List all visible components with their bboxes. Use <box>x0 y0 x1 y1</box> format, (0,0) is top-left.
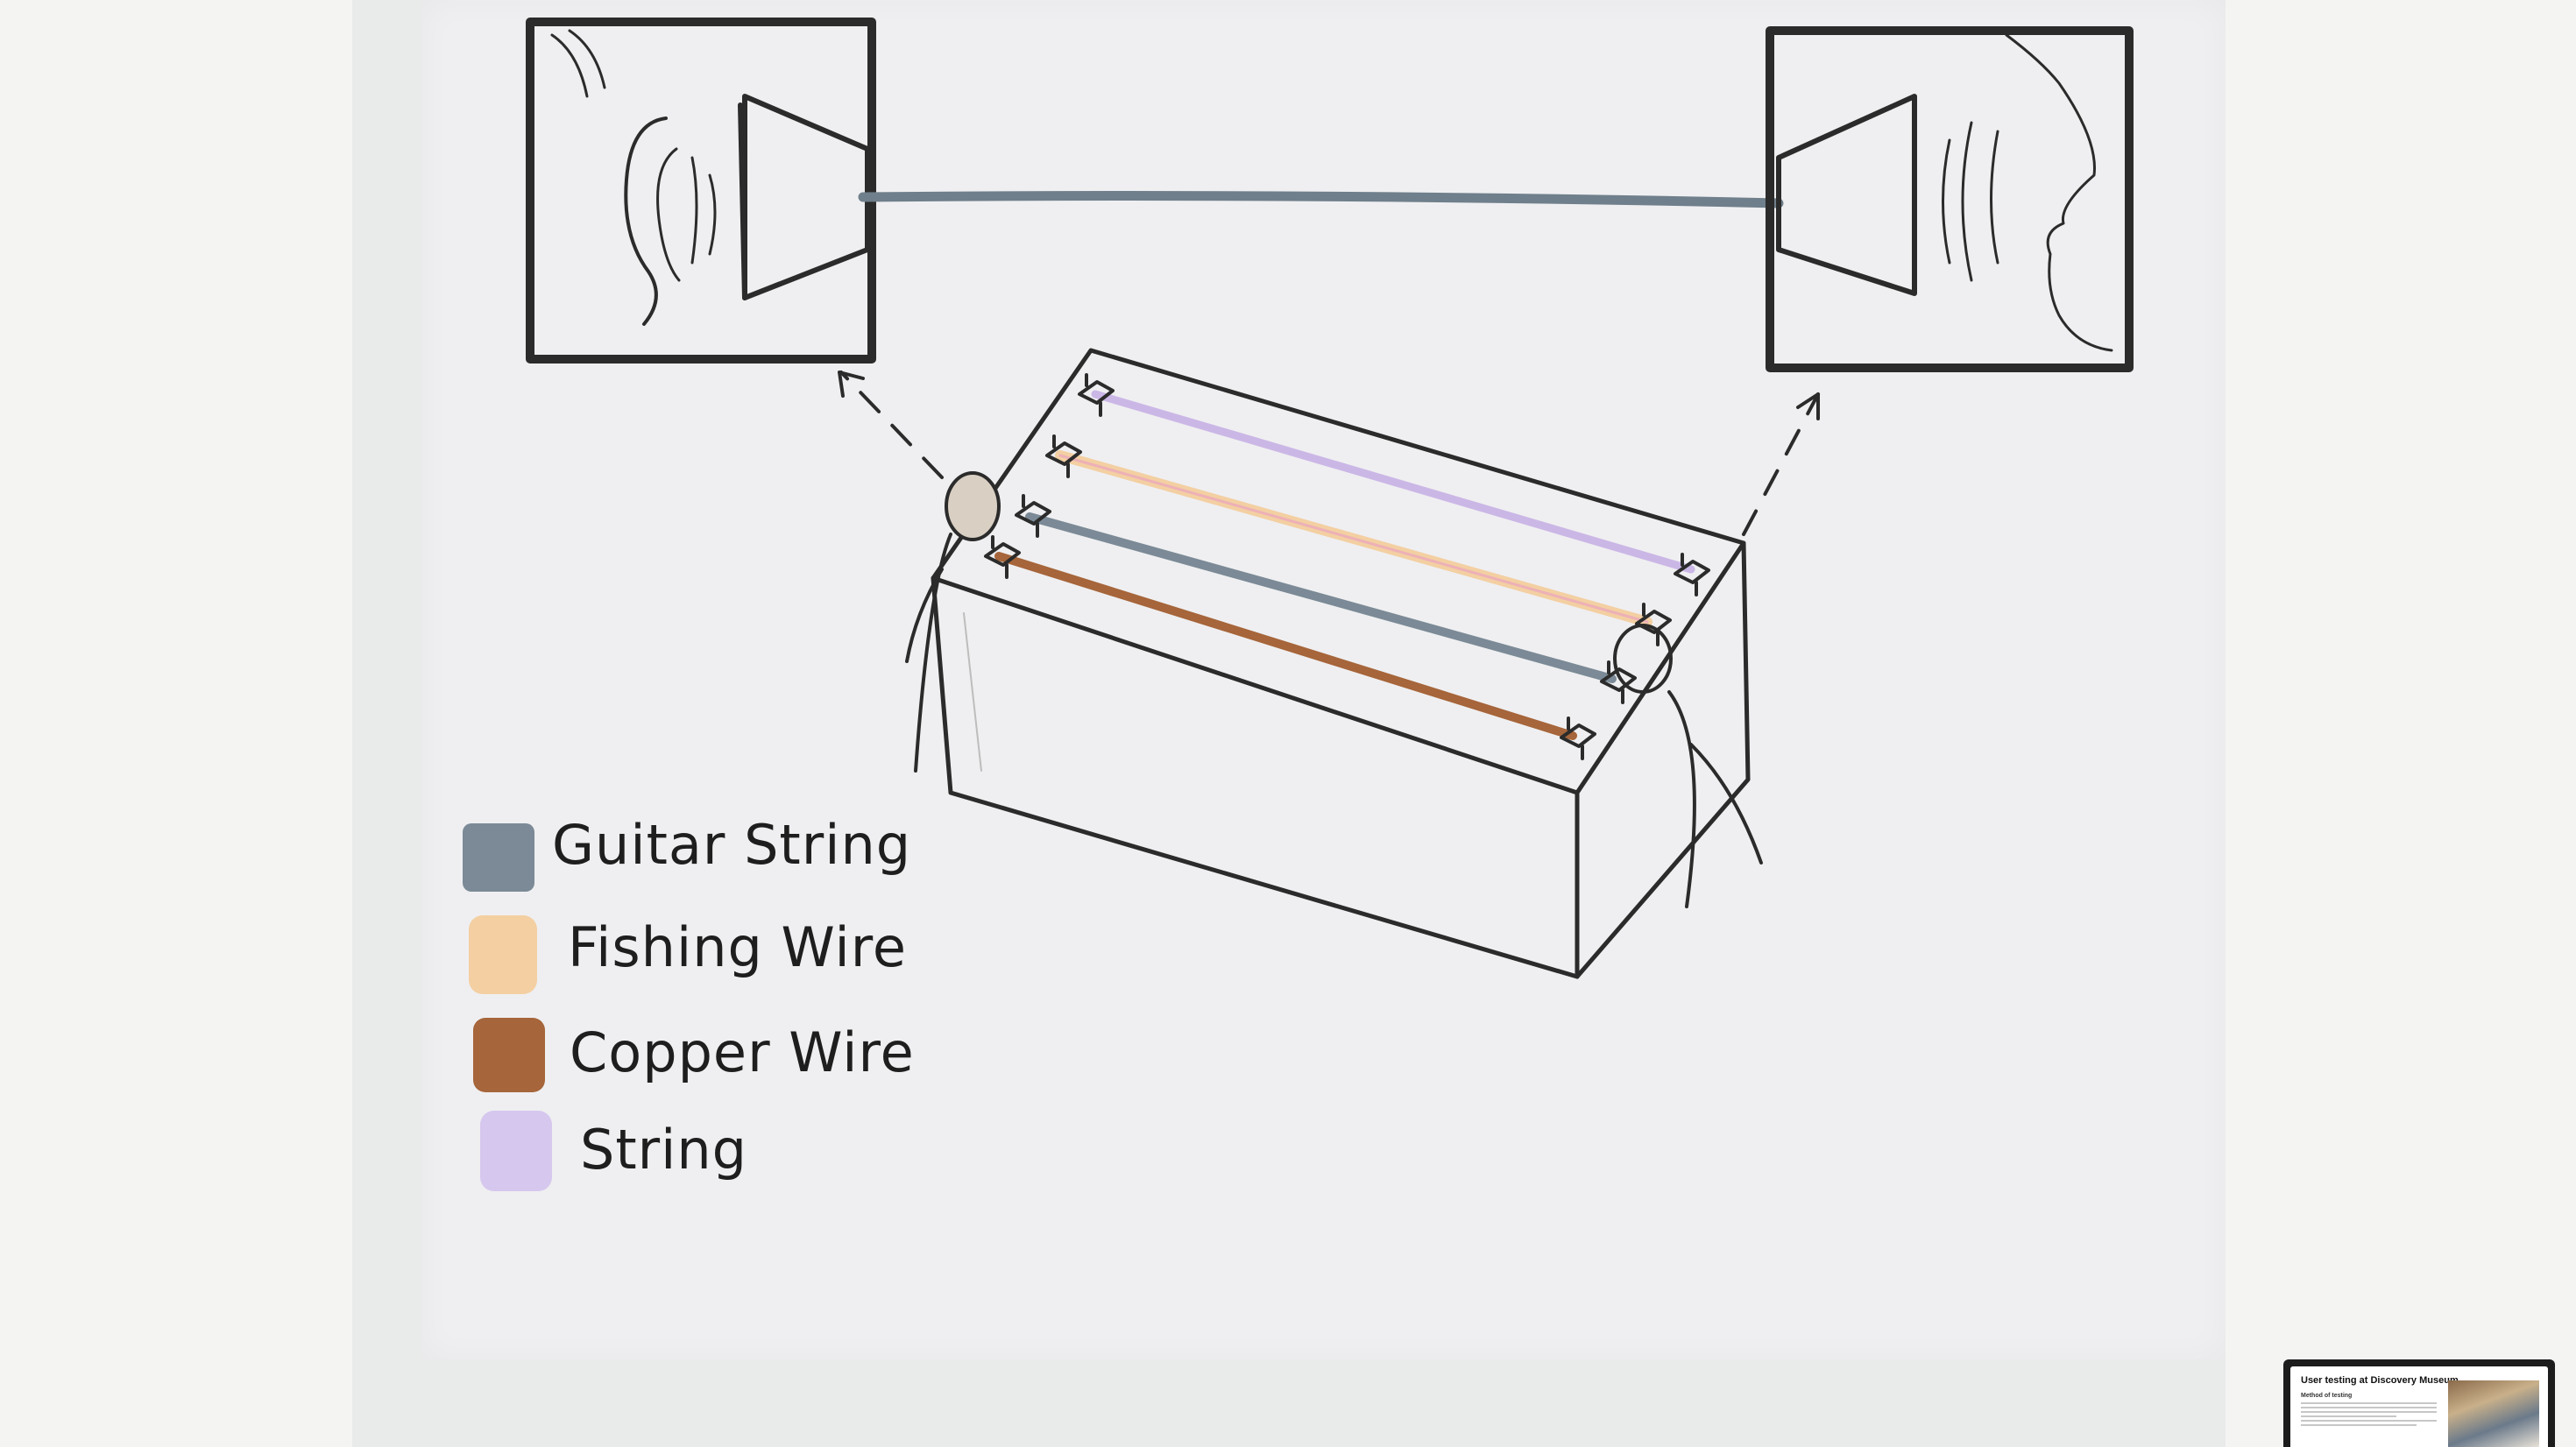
left-dashed-arrow <box>841 372 942 477</box>
slide-thumbnail-content: User testing at Discovery Museum Method … <box>2290 1366 2548 1447</box>
legend-swatch-copper-wire <box>473 1018 545 1092</box>
connection-line <box>863 196 1779 203</box>
legend-swatch-guitar-string <box>463 823 534 892</box>
legend-swatch-string <box>480 1111 552 1191</box>
legend-label-string: String <box>580 1118 747 1182</box>
legend-label-fishing-wire: Fishing Wire <box>568 915 907 979</box>
legend-label-guitar-string: Guitar String <box>552 813 911 877</box>
left-figure <box>907 473 999 771</box>
slide-thumbnail[interactable]: User testing at Discovery Museum Method … <box>2283 1359 2555 1447</box>
right-dashed-arrow <box>1744 394 1818 534</box>
left-ear-speaker-panel <box>530 22 872 359</box>
thumbnail-photo <box>2448 1380 2539 1447</box>
right-speaker-face-panel <box>1770 31 2129 368</box>
legend-swatches <box>463 823 552 1191</box>
string-line <box>1095 394 1691 569</box>
legend-label-copper-wire: Copper Wire <box>570 1020 915 1084</box>
thumbnail-text-lines <box>2301 1402 2437 1426</box>
right-figure <box>1615 625 1761 907</box>
legend-swatch-fishing-wire <box>469 915 537 994</box>
